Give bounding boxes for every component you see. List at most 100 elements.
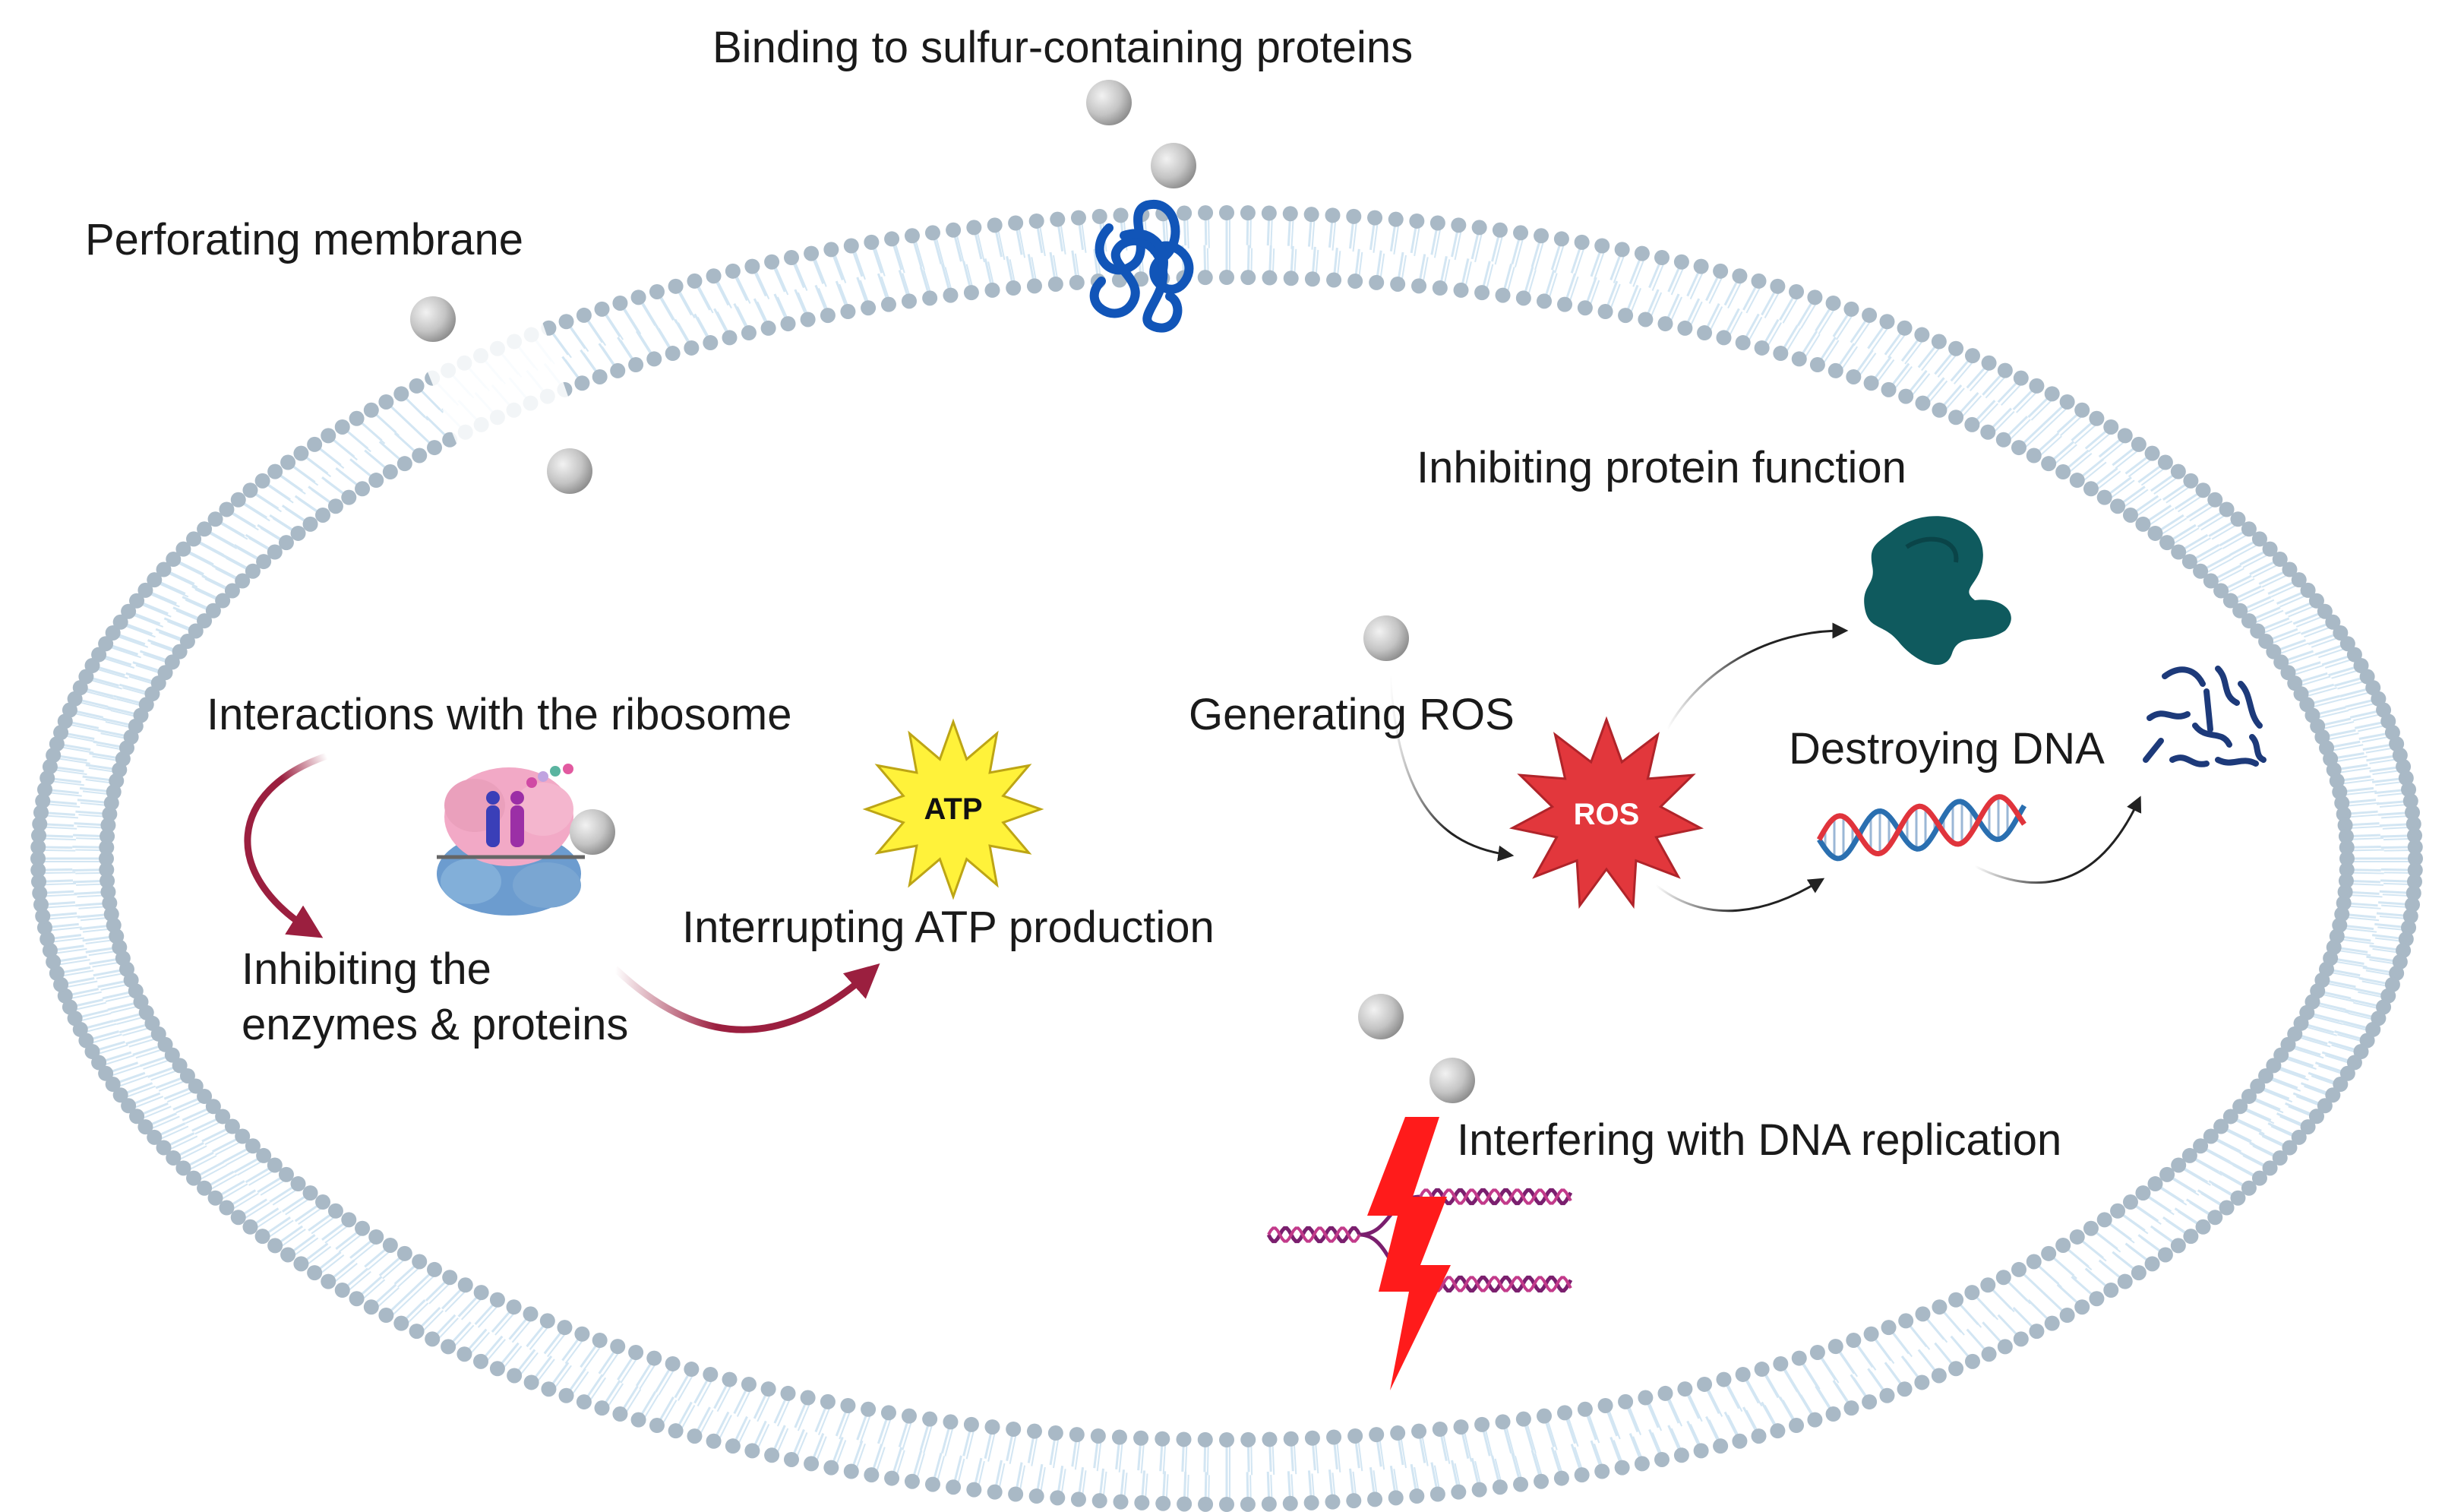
lipid-head <box>1155 1431 1170 1447</box>
label-inhibiting-line1: Inhibiting the <box>242 944 491 994</box>
lipid-head <box>804 245 820 261</box>
lipid-head <box>224 583 240 599</box>
lipid-head <box>943 287 959 303</box>
lipid-head <box>1789 1418 1805 1434</box>
lipid-head <box>1931 1368 1947 1384</box>
lipid-head <box>523 1374 539 1390</box>
lipid-head <box>30 827 46 843</box>
lipid-head <box>327 1203 343 1219</box>
lipid-head <box>129 593 145 609</box>
lipid-head <box>1673 1447 1689 1463</box>
lipid-head <box>267 1238 283 1254</box>
fragmented-dna-icon <box>2143 666 2267 767</box>
lipid-head <box>1657 1385 1673 1401</box>
lipid-head <box>280 1247 296 1263</box>
ros-badge: ROS <box>1574 798 1640 831</box>
lipid-head <box>1825 1406 1841 1422</box>
lipid-head <box>1713 1438 1729 1454</box>
lipid-head <box>1069 1427 1085 1443</box>
lipid-head <box>744 258 760 274</box>
lipid-head <box>1807 289 1823 305</box>
lipid-head <box>2219 501 2235 517</box>
lipid-head <box>966 220 982 236</box>
lipid-head <box>1133 1430 1149 1446</box>
lipid-head <box>820 308 836 324</box>
lipid-head <box>100 884 116 900</box>
lipid-head <box>1390 276 1406 292</box>
lipid-head <box>2346 1055 2362 1071</box>
lipid-head <box>84 658 100 674</box>
lipid-head <box>764 254 780 270</box>
lipid-head <box>341 1212 357 1228</box>
lipid-head <box>1574 1467 1590 1483</box>
lipid-head <box>363 402 379 418</box>
dna-helix-icon <box>1816 794 2027 862</box>
lipid-head <box>1825 295 1841 311</box>
lipid-head <box>2041 456 2057 472</box>
lipid-head <box>843 238 859 254</box>
lipid-head <box>523 1306 539 1322</box>
lipid-head <box>2241 1180 2257 1196</box>
lipid-head <box>290 1176 306 1192</box>
lipid-head <box>1471 1482 1487 1498</box>
lipid-head <box>245 1138 261 1154</box>
lipid-head <box>1346 208 1362 224</box>
lipid-head <box>1369 274 1385 290</box>
lipid-head <box>1429 215 1445 231</box>
lipid-head <box>2013 1331 2029 1347</box>
lipid-head <box>1898 388 1914 404</box>
lipid-head <box>2272 1150 2288 1166</box>
lipid-head <box>2135 516 2151 532</box>
lipid-head <box>800 1390 816 1406</box>
lipid-head <box>541 1381 557 1397</box>
lipid-head <box>412 1254 428 1270</box>
lipid-head <box>706 1433 722 1449</box>
lipid-head <box>987 217 1003 233</box>
lipid-head <box>2055 1237 2071 1253</box>
lipid-head <box>1697 1376 1713 1392</box>
lipid-head <box>2110 498 2126 514</box>
nanoparticle-icon <box>547 448 592 494</box>
lipid-head <box>267 1157 283 1173</box>
lipid-head <box>946 1479 962 1495</box>
lipid-head <box>2181 554 2197 570</box>
lipid-head <box>1897 320 1913 336</box>
lipid-head <box>147 1129 163 1145</box>
lipid-head <box>2096 1212 2112 1228</box>
lipid-head <box>1047 1425 1063 1441</box>
lipid-head <box>1770 1423 1786 1439</box>
lipid-head <box>349 410 365 426</box>
lipid-head <box>684 340 700 356</box>
lipid-head <box>2183 1229 2199 1245</box>
lipid-head <box>2207 492 2223 508</box>
lipid-head <box>1915 1306 1931 1322</box>
lipid-head <box>2069 1229 2085 1245</box>
lipid-head <box>2203 573 2219 589</box>
lipid-head <box>2193 563 2209 579</box>
lipid-head <box>2336 806 2352 822</box>
lipid-head <box>2317 1098 2333 1114</box>
lipid-head <box>2325 1087 2341 1103</box>
lipid-head <box>172 644 188 660</box>
lipid-head <box>1495 287 1511 303</box>
lipid-head <box>884 231 900 247</box>
lipid-head <box>2089 410 2105 426</box>
lipid-head <box>278 1166 294 1182</box>
lipid-head <box>864 234 880 250</box>
lipid-head <box>2213 1118 2229 1134</box>
lipid-head <box>112 1087 128 1103</box>
lipid-head <box>1754 340 1770 356</box>
lipid-head <box>2131 436 2147 452</box>
lipid-head <box>1325 1494 1341 1510</box>
lipid-head <box>1028 1488 1044 1504</box>
lipid-head <box>1735 1366 1751 1382</box>
lipid-head <box>2338 828 2354 844</box>
lipid-head <box>823 1460 839 1476</box>
lipid-head <box>2096 489 2112 505</box>
lipid-head <box>1113 207 1129 223</box>
lipid-head <box>1980 1277 1996 1293</box>
lipid-head <box>2074 1299 2090 1315</box>
lipid-head <box>457 1277 473 1293</box>
lipid-head <box>489 1292 505 1308</box>
lipid-head <box>1240 1496 1256 1512</box>
